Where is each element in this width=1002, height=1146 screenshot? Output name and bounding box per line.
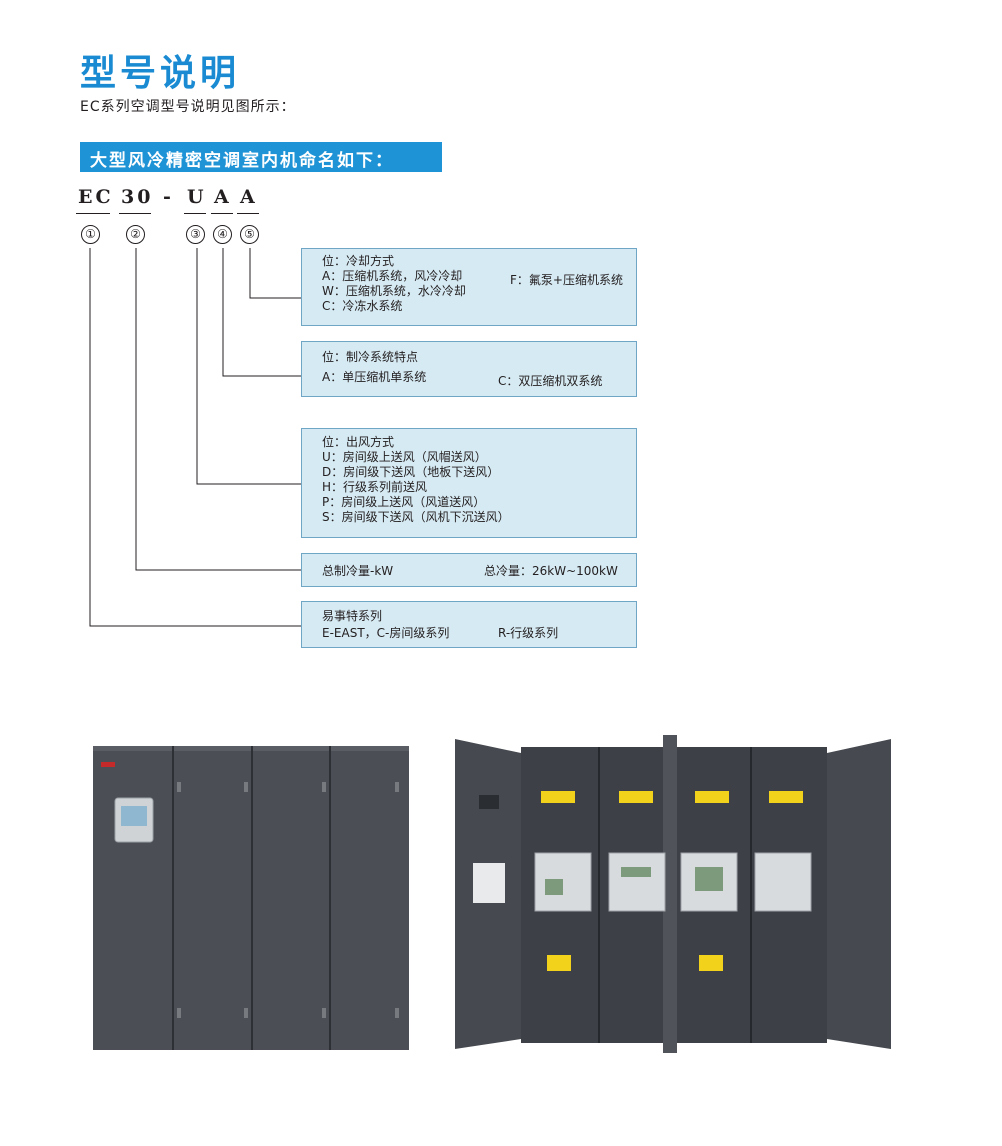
airflow-option-u: U：房间级上送风（风帽送风） bbox=[322, 450, 487, 464]
section-banner-text: 大型风冷精密空调室内机命名如下： bbox=[90, 151, 394, 171]
series-box: 易事特系列 E-EAST，C-房间级系列 R-行级系列 bbox=[301, 601, 637, 648]
cooling-method-title: 位：冷却方式 bbox=[322, 254, 395, 268]
code-dash: - bbox=[163, 186, 174, 208]
position-marker-5: ⑤ bbox=[240, 225, 259, 244]
code-underline bbox=[119, 213, 151, 214]
cooling-option-a: A：压缩机系统，风冷冷却 bbox=[322, 269, 463, 283]
position-marker-2: ② bbox=[126, 225, 145, 244]
code-series: EC bbox=[78, 186, 114, 208]
code-underline bbox=[211, 213, 233, 214]
cabinet-open-image bbox=[455, 735, 891, 1053]
code-cooling: A bbox=[240, 186, 258, 208]
cabinet-closed-image bbox=[93, 746, 409, 1050]
airflow-option-s: S：房间级下送风（风机下沉送风） bbox=[322, 510, 510, 524]
refrigeration-option-a: A：单压缩机单系统 bbox=[322, 370, 427, 384]
refrigeration-box: 位：制冷系统特点 A：单压缩机单系统 C：双压缩机双系统 bbox=[301, 341, 637, 397]
position-marker-4: ④ bbox=[213, 225, 232, 244]
capacity-range: 总冷量：26kW~100kW bbox=[484, 564, 618, 578]
airflow-box: 位：出风方式 U：房间级上送风（风帽送风） D：房间级下送风（地板下送风） H：… bbox=[301, 428, 637, 538]
airflow-title: 位：出风方式 bbox=[322, 435, 395, 449]
cooling-option-w: W：压缩机系统，水冷冷却 bbox=[322, 284, 466, 298]
airflow-option-p: P：房间级上送风（风道送风） bbox=[322, 495, 486, 509]
series-title: 易事特系列 bbox=[322, 609, 383, 623]
refrigeration-option-c: C：双压缩机双系统 bbox=[498, 374, 603, 388]
cooling-option-f: F：氟泵+压缩机系统 bbox=[510, 273, 623, 287]
code-capacity: 30 bbox=[121, 186, 154, 208]
series-room-level: E-EAST，C-房间级系列 bbox=[322, 626, 450, 640]
page-title: 型号说明 bbox=[80, 53, 241, 94]
connector-lines bbox=[89, 248, 302, 627]
position-marker-3: ③ bbox=[186, 225, 205, 244]
position-marker-1: ① bbox=[81, 225, 100, 244]
series-row-level: R-行级系列 bbox=[498, 626, 559, 640]
page-subtitle: EC系列空调型号说明见图所示： bbox=[80, 99, 296, 115]
cooling-option-c: C：冷冻水系统 bbox=[322, 299, 403, 313]
code-airflow: U bbox=[187, 186, 207, 208]
cooling-method-box: 位：冷却方式 A：压缩机系统，风冷冷却 W：压缩机系统，水冷冷却 C：冷冻水系统… bbox=[301, 248, 637, 326]
airflow-option-d: D：房间级下送风（地板下送风） bbox=[322, 465, 500, 479]
refrigeration-title: 位：制冷系统特点 bbox=[322, 350, 419, 364]
code-underline bbox=[237, 213, 259, 214]
code-underline bbox=[76, 213, 110, 214]
code-refrigeration: A bbox=[214, 186, 232, 208]
section-banner: 大型风冷精密空调室内机命名如下： bbox=[80, 142, 442, 172]
airflow-option-h: H：行级系列前送风 bbox=[322, 480, 428, 494]
capacity-box: 总制冷量-kW 总冷量：26kW~100kW bbox=[301, 553, 637, 587]
code-underline bbox=[184, 213, 206, 214]
capacity-label: 总制冷量-kW bbox=[322, 564, 394, 578]
